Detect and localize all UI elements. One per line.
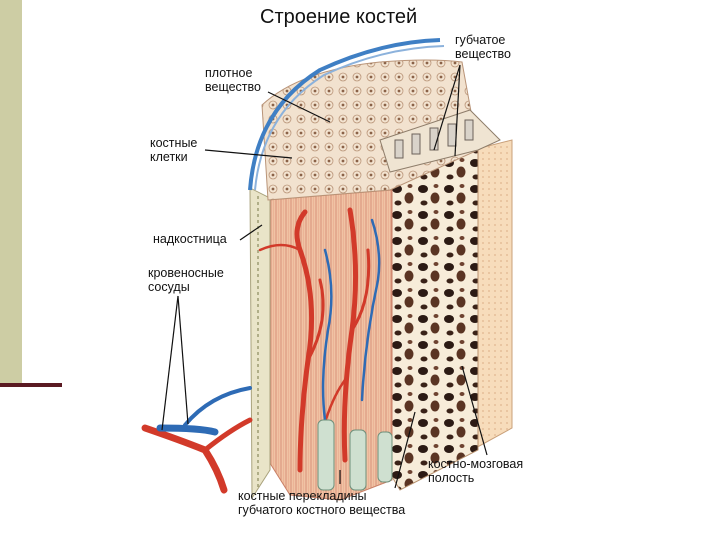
label-periosteum: надкостница — [153, 232, 227, 246]
label-bone-cells: костные клетки — [150, 136, 198, 164]
arteries — [141, 207, 371, 494]
label-bone-trabeculae: костные перекладины губчатого костного в… — [238, 489, 406, 517]
periosteum-strip — [249, 187, 271, 500]
veins — [156, 218, 381, 436]
label-compact-substance: плотное вещество — [205, 66, 261, 94]
pointer-lines — [161, 64, 488, 489]
slide-title: Строение костей — [260, 6, 418, 28]
slide-sidebar — [0, 0, 22, 384]
periosteum-outer-layer — [248, 38, 441, 191]
compact-bone-top — [261, 59, 479, 201]
trabecular-columns — [317, 419, 393, 491]
label-blood-vessels: кровеносные сосуды — [148, 266, 224, 294]
label-marrow-cavity: костно-мозговая полость — [428, 457, 524, 485]
spongy-rods — [394, 119, 474, 159]
spongy-substance-block — [387, 149, 479, 491]
label-spongy-substance: губчатое вещество — [455, 33, 511, 61]
slide-accent-rule — [0, 383, 62, 387]
